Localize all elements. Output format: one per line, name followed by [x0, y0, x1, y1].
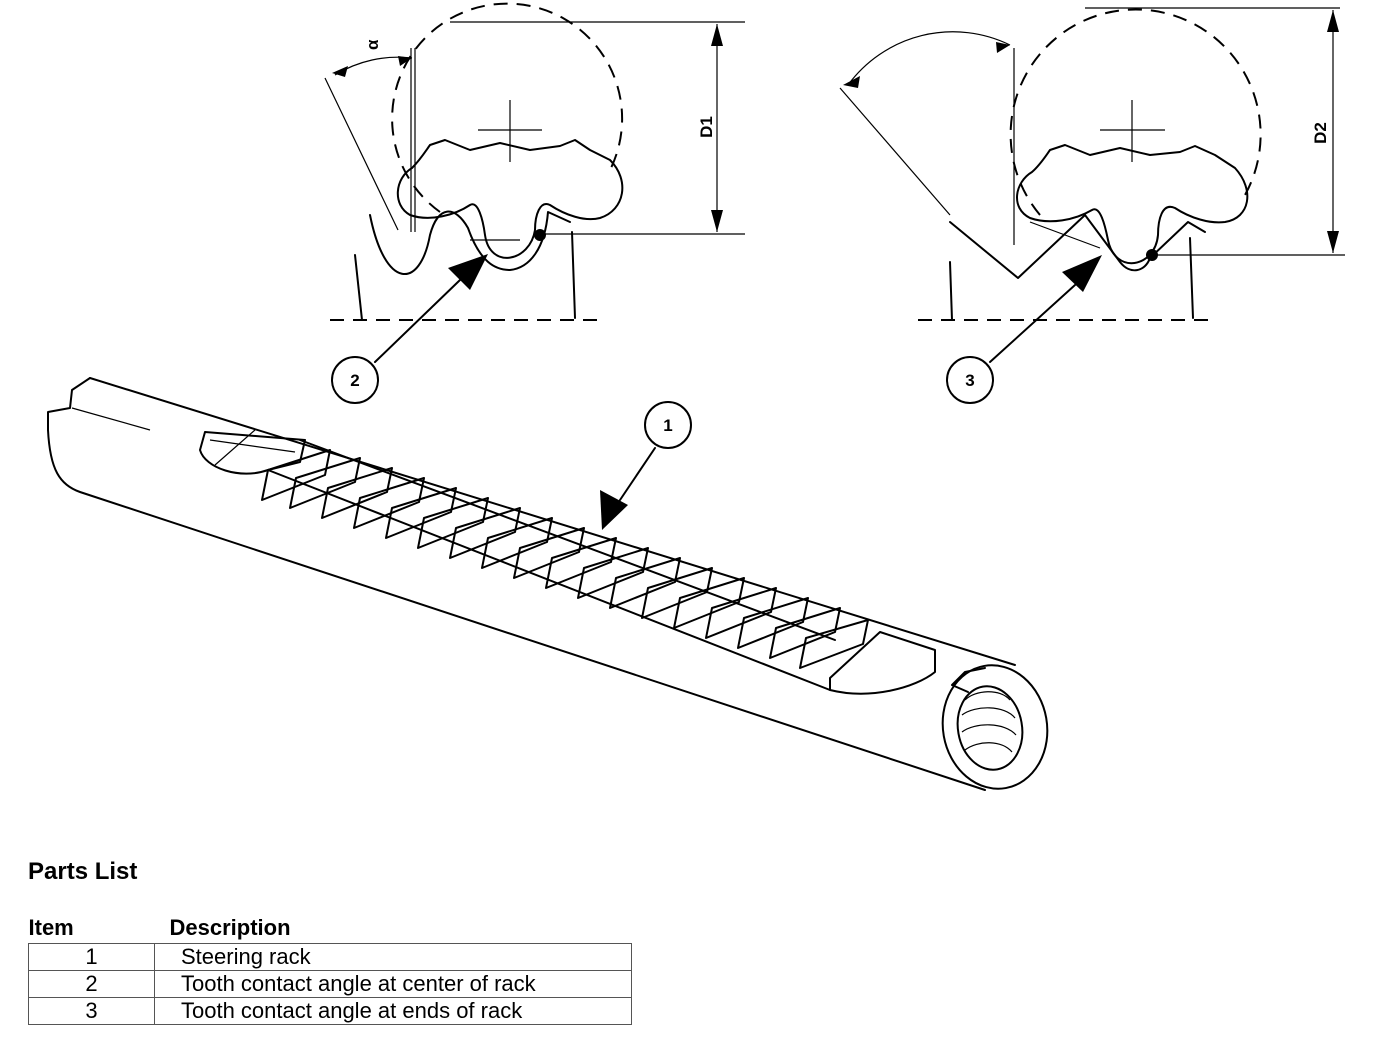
dimension-d1-label: D1 — [697, 116, 716, 138]
table-row: 1 Steering rack — [28, 943, 632, 971]
parts-list-header-row: Item Description — [29, 913, 632, 944]
item-number: 3 — [28, 997, 155, 1025]
item-description: Tooth contact angle at ends of rack — [154, 997, 632, 1025]
parts-list-table: Item Description 1 Steering rack 2 Tooth… — [28, 913, 632, 1025]
dimension-d2-label: D2 — [1311, 122, 1330, 144]
center-tooth-contact-detail: α D1 2 — [324, 2, 745, 404]
callout-1-label: 1 — [663, 416, 672, 435]
rack-teeth — [261, 449, 869, 669]
table-row: 3 Tooth contact angle at ends of rack — [28, 997, 632, 1025]
end-tooth-contact-detail: D2 3 — [839, 7, 1345, 404]
column-header-description: Description — [169, 915, 291, 940]
callout-3-label: 3 — [965, 371, 974, 390]
item-number: 1 — [28, 943, 155, 971]
column-header-item: Item — [28, 915, 74, 940]
item-number: 2 — [28, 970, 155, 998]
parts-list-title: Parts List — [28, 858, 138, 885]
item-description: Tooth contact angle at center of rack — [154, 970, 632, 998]
item-description: Steering rack — [154, 943, 632, 971]
table-row: 2 Tooth contact angle at center of rack — [28, 970, 632, 998]
steering-rack-diagram: α D1 2 D — [47, 2, 1345, 791]
callout-2-label: 2 — [350, 371, 359, 390]
steering-rack-illustration: 1 — [47, 377, 1049, 791]
svg-text:α: α — [363, 39, 382, 50]
